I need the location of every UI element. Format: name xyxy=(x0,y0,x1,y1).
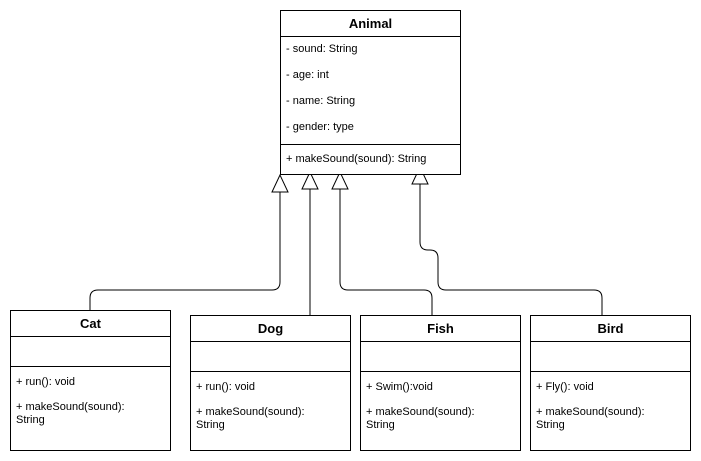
edge-bird-animal xyxy=(419,184,603,315)
class-dog[interactable]: Dog + run(): void + makeSound(sound): St… xyxy=(190,315,351,451)
attribute: - sound: String xyxy=(286,43,358,55)
method: + makeSound(sound): xyxy=(536,406,645,418)
methods-section: + makeSound(sound): String xyxy=(281,145,460,166)
class-fish[interactable]: Fish + Swim():void + makeSound(sound): S… xyxy=(360,315,521,451)
class-animal[interactable]: Animal - sound: String - age: int - name… xyxy=(280,10,461,175)
edge-cat-animal xyxy=(89,192,281,310)
edge-fish-animal xyxy=(339,189,433,315)
method: + makeSound(sound): String xyxy=(286,153,427,165)
generalization-arrow-bird xyxy=(411,165,429,185)
attribute: - gender: type xyxy=(286,121,354,133)
attributes-section xyxy=(11,337,170,367)
methods-section: + Fly(): void + makeSound(sound): String xyxy=(531,372,690,432)
class-bird[interactable]: Bird + Fly(): void + makeSound(sound): S… xyxy=(530,315,691,451)
class-cat[interactable]: Cat + run(): void + makeSound(sound): St… xyxy=(10,310,171,451)
method-return-type: String xyxy=(536,419,565,431)
class-name: Dog xyxy=(191,316,350,342)
method: + run(): void xyxy=(196,381,255,393)
method-return-type: String xyxy=(196,419,225,431)
methods-section: + run(): void + makeSound(sound): String xyxy=(11,367,170,427)
attributes-section xyxy=(361,342,520,372)
generalization-arrow-cat xyxy=(271,173,289,193)
generalization-arrow-dog xyxy=(301,170,319,190)
methods-section: + Swim():void + makeSound(sound): String xyxy=(361,372,520,432)
attributes-section xyxy=(191,342,350,372)
attribute: - name: String xyxy=(286,95,356,107)
class-name: Animal xyxy=(281,11,460,37)
attribute: - age: int xyxy=(286,69,329,81)
class-name: Cat xyxy=(11,311,170,337)
method-return-type: String xyxy=(366,419,395,431)
class-name: Bird xyxy=(531,316,690,342)
method: + makeSound(sound): xyxy=(196,406,305,418)
attributes-section: - sound: String - age: int - name: Strin… xyxy=(281,37,460,145)
method: + Fly(): void xyxy=(536,381,594,393)
method: + Swim():void xyxy=(366,381,433,393)
method-return-type: String xyxy=(16,414,45,426)
method: + makeSound(sound): xyxy=(16,401,125,413)
class-name: Fish xyxy=(361,316,520,342)
methods-section: + run(): void + makeSound(sound): String xyxy=(191,372,350,432)
attributes-section xyxy=(531,342,690,372)
method: + run(): void xyxy=(16,376,75,388)
generalization-arrow-fish xyxy=(331,170,349,190)
method: + makeSound(sound): xyxy=(366,406,475,418)
